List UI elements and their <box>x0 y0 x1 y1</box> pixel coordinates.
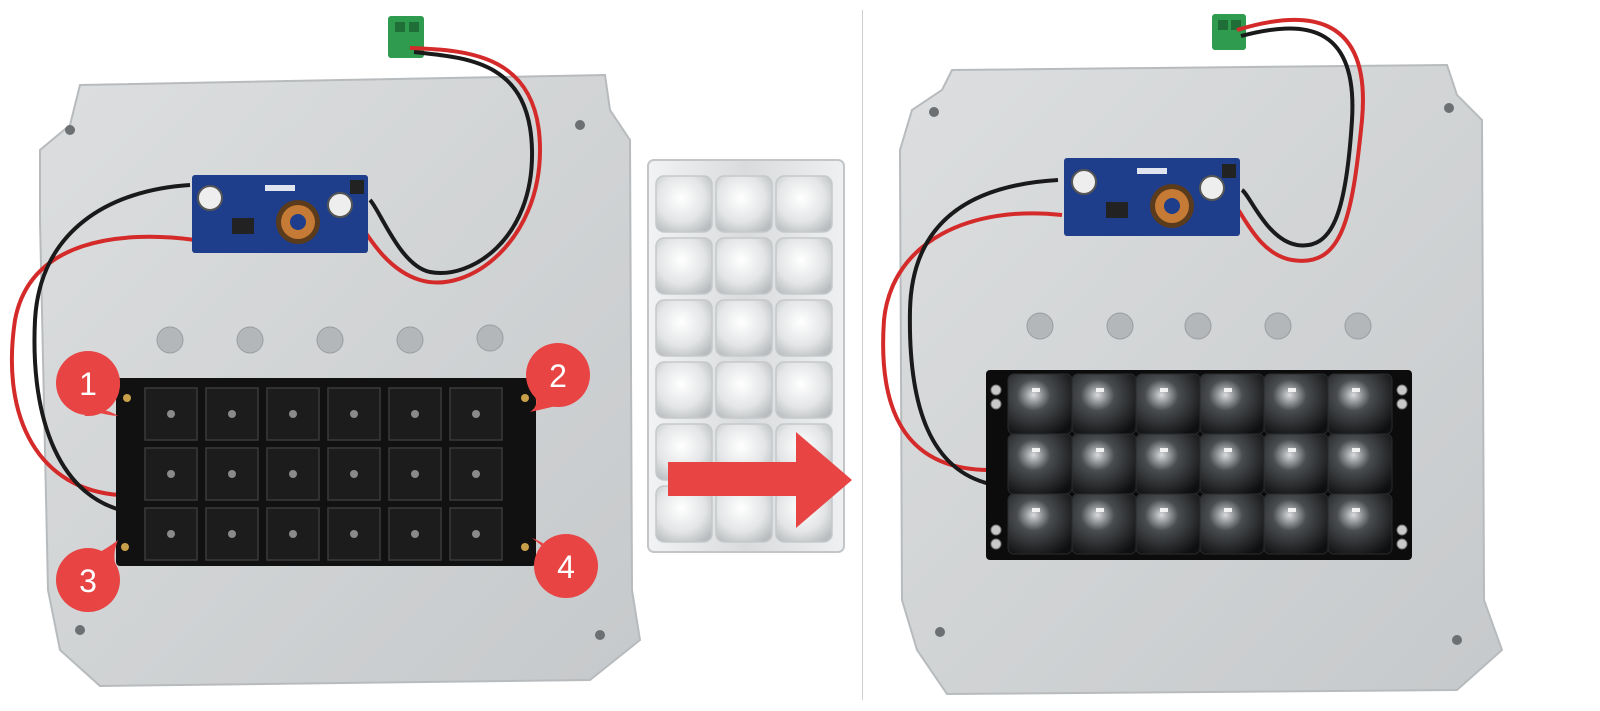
red-wire-loop <box>881 211 1063 472</box>
red-wire-loop <box>9 234 196 497</box>
callout-3: 3 <box>56 540 120 612</box>
black-wire-loop <box>907 178 1059 486</box>
led-driver-board <box>1064 158 1240 236</box>
callout-4: 4 <box>532 534 598 598</box>
black-wire-loop <box>32 183 191 514</box>
led-board <box>116 378 536 566</box>
callout-label: 1 <box>79 366 97 402</box>
mount-hole <box>929 107 939 117</box>
photo-divider <box>862 10 863 700</box>
callout-1: 1 <box>56 351 120 416</box>
callout-label: 2 <box>549 358 567 394</box>
left-scene: 1 2 3 4 <box>9 16 852 688</box>
red-wire <box>1232 17 1365 263</box>
vent-holes-row <box>156 324 504 354</box>
screw-2 <box>521 394 529 402</box>
callout-label: 4 <box>557 549 575 585</box>
mount-hole <box>75 625 85 635</box>
mount-hole <box>935 627 945 637</box>
mount-hole <box>595 630 605 640</box>
mount-hole <box>1444 103 1454 113</box>
right-scene <box>881 14 1504 696</box>
vent-holes-row <box>1026 312 1372 340</box>
callout-2: 2 <box>526 343 590 412</box>
black-wire <box>368 50 535 275</box>
left-photo-before: 1 2 3 4 <box>9 16 852 688</box>
mount-hole <box>65 125 75 135</box>
black-wire <box>1240 26 1355 248</box>
screw-3 <box>121 543 129 551</box>
mount-hole <box>1452 635 1462 645</box>
mount-hole <box>575 120 585 130</box>
terminal-connector <box>1212 14 1246 50</box>
right-photo-after <box>872 0 1600 711</box>
led-board-with-lenses <box>986 370 1412 560</box>
screw-4 <box>521 543 529 551</box>
callout-label: 3 <box>79 563 97 599</box>
screw-1 <box>123 394 131 402</box>
led-driver-board <box>192 175 368 253</box>
red-wire <box>348 46 543 285</box>
right-arrow-icon <box>668 432 852 528</box>
